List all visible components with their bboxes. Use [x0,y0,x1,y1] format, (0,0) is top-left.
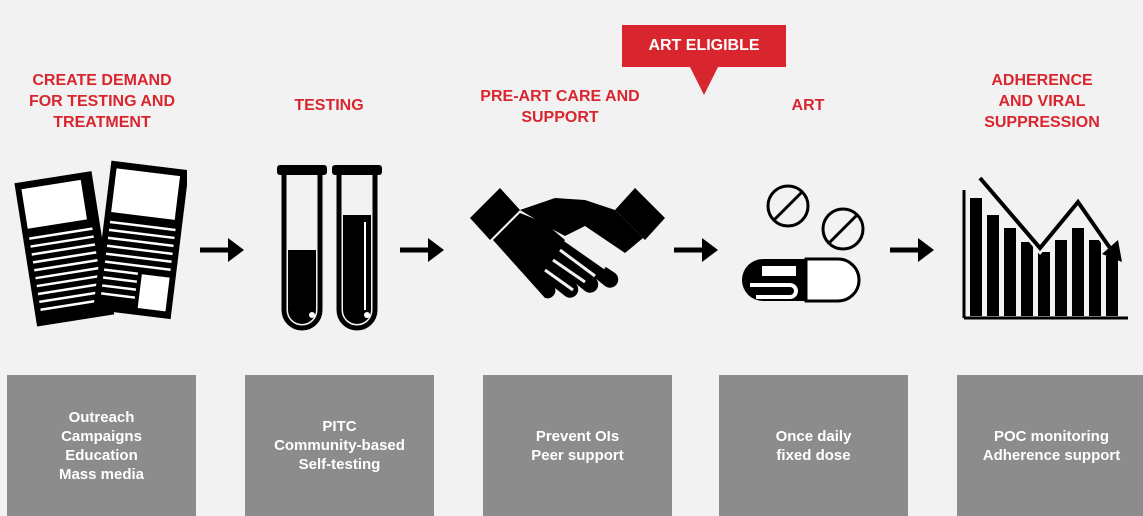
stage-title-testing: TESTING [234,95,424,116]
pills-icon [742,184,865,303]
arrow-icon [200,238,244,262]
title-line: TREATMENT [53,114,151,131]
stage-title-demand: CREATE DEMAND FOR TESTING AND TREATMENT [7,70,197,133]
title-line: ADHERENCE [991,72,1093,89]
arrow-icon [674,238,718,262]
flyer-icon [14,160,187,327]
arrow-icon [890,238,934,262]
callout-pointer [690,67,718,95]
title-line: FOR TESTING AND [28,93,176,110]
activity-line: POC monitoring [994,427,1109,445]
activity-line: Education [65,446,138,464]
title-line: ART [791,97,825,114]
test-tubes-icon [277,165,382,331]
handshake-icon [470,188,665,299]
title-line: CREATE DEMAND [32,72,172,89]
activity-line: PITC [322,418,357,435]
activity-box-pre-art: Prevent OIs Peer support [483,375,672,516]
activity-line: Once daily [775,427,852,445]
stage-title-adherence: ADHERENCE AND VIRAL SUPPRESSION [947,70,1137,133]
art-eligible-callout: ART ELIGIBLE [622,25,786,67]
title-line: AND VIRAL [998,93,1086,110]
activity-line: Campaigns [61,427,142,445]
declining-bar-chart-icon [962,175,1128,320]
activity-box-art: Once daily fixed dose [719,375,908,516]
title-line: SUPPRESSION [984,114,1100,131]
title-line: PRE-ART CARE AND [480,88,640,105]
activity-line: Prevent OIs [535,427,620,445]
title-line: TESTING [294,97,364,114]
activity-box-demand: Outreach Campaigns Education Mass media [7,375,196,516]
activity-line: Mass media [58,465,145,483]
activity-line: Adherence support [982,446,1121,464]
activity-box-testing: PITC Community-based Self-testing [245,375,434,516]
title-line: SUPPORT [521,109,599,126]
stage-title-art: ART [713,95,903,116]
activity-line: Peer support [531,446,624,464]
activity-line: Self-testing [298,456,381,473]
arrow-icon [400,238,444,262]
activity-box-adherence: POC monitoring Adherence support [957,375,1143,516]
activity-line: Outreach [68,408,135,426]
activity-line: fixed dose [776,446,851,464]
activity-line: Community-based [274,437,405,454]
stage-title-pre-art: PRE-ART CARE AND SUPPORT [445,86,675,128]
